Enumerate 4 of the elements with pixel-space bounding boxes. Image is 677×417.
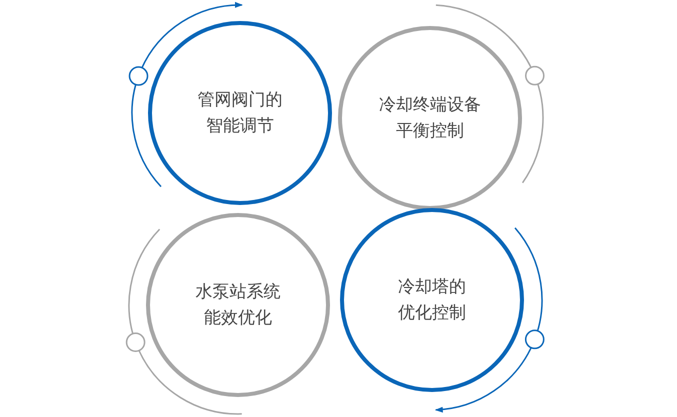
node-text: 水泵站系统能效优化 <box>196 281 280 330</box>
node-text: 管网阀门的智能调节 <box>198 89 282 138</box>
node-text: 冷却终端设备平衡控制 <box>379 94 481 143</box>
node-text: 冷却塔的优化控制 <box>398 276 466 325</box>
